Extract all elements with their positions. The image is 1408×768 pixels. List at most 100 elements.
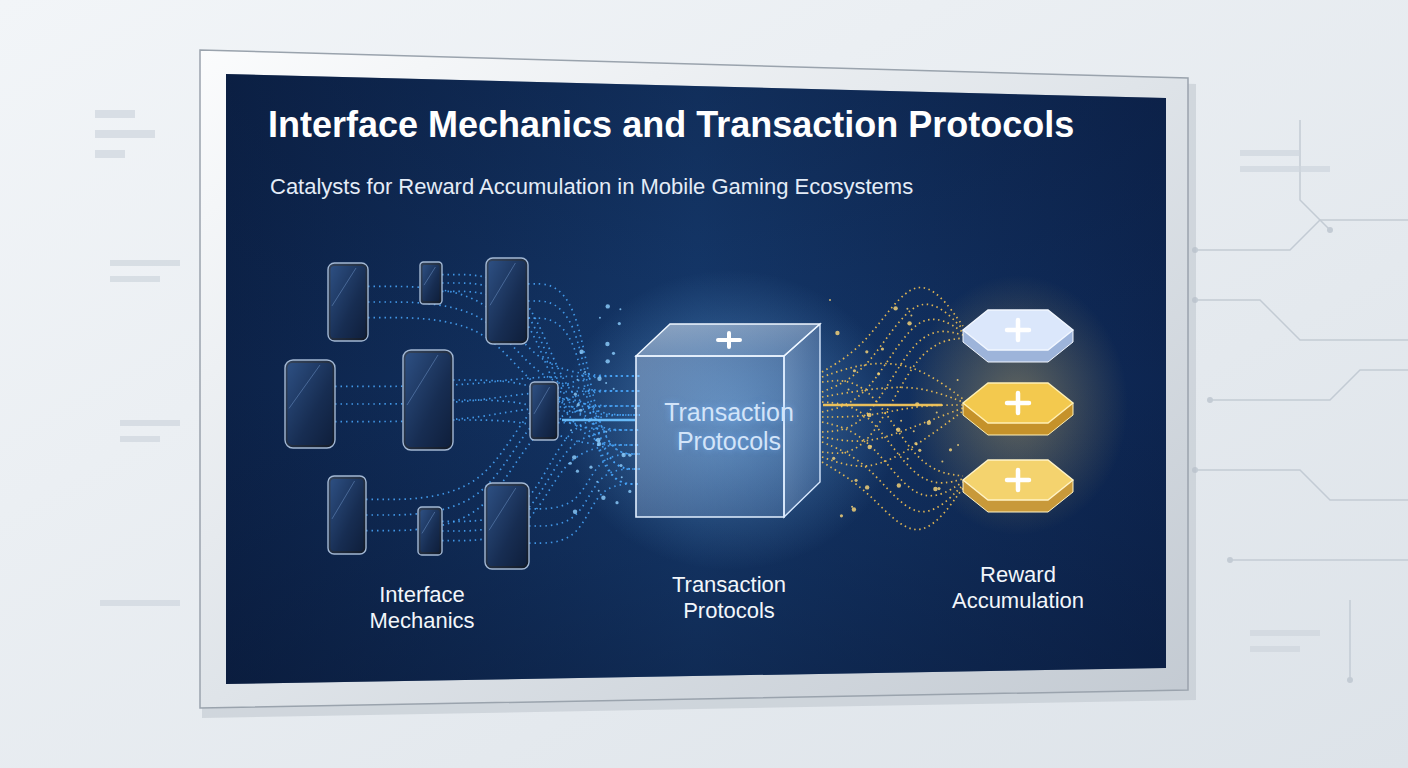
phone-glare xyxy=(407,355,438,405)
phone-screen xyxy=(421,510,440,552)
phone-body xyxy=(285,360,335,448)
phone-glare xyxy=(489,488,516,530)
phone-screen xyxy=(331,266,366,338)
cluster-label: Interface Mechanics xyxy=(346,582,498,635)
sparkle-dot xyxy=(918,449,921,452)
data-streams xyxy=(335,275,963,544)
data-stream xyxy=(529,469,640,526)
sparkle-dot xyxy=(577,379,579,381)
sparkle-dot xyxy=(832,457,835,460)
sparkle-dot xyxy=(957,444,959,446)
phone-body xyxy=(486,258,528,344)
sparkle-dot xyxy=(896,428,900,432)
text-slot: Interface Mechanics xyxy=(346,582,498,635)
sparkle-dot xyxy=(573,509,577,513)
reward-stream xyxy=(822,304,963,392)
sparkle-dot xyxy=(572,455,576,459)
sparkle-dot xyxy=(913,430,915,432)
reward-token xyxy=(963,383,1073,435)
phone-icon xyxy=(285,360,335,448)
cube-label: Transaction Protocols xyxy=(653,572,805,625)
token-top xyxy=(963,383,1073,423)
phone-glare xyxy=(332,268,356,306)
sparkle-dot xyxy=(577,403,580,406)
subtitle-block: Catalysts for Reward Accumulation in Mob… xyxy=(270,174,1150,200)
panel-shadow xyxy=(202,56,1196,718)
data-stream xyxy=(442,430,640,531)
sparkle-dot xyxy=(840,514,843,517)
reward-stack: Reward Accumulation xyxy=(942,300,1094,621)
sparkle-dot xyxy=(579,350,583,354)
circuit-lines xyxy=(1195,120,1408,680)
phone-icon xyxy=(486,258,528,344)
title-block: Interface Mechanics and Transaction Prot… xyxy=(268,104,1158,145)
reward-stream xyxy=(822,402,963,483)
phone-screen xyxy=(489,261,526,341)
phone-glare xyxy=(424,267,435,285)
phone-screen xyxy=(288,363,333,445)
data-stream xyxy=(442,445,640,541)
flow-connector xyxy=(823,404,942,407)
phone-icon xyxy=(485,483,529,569)
data-stream xyxy=(529,454,640,509)
phone-screen xyxy=(406,353,451,447)
sparkle-dot xyxy=(584,371,586,373)
sparkle-dot xyxy=(601,496,605,500)
data-stream xyxy=(558,423,640,484)
phone-body xyxy=(485,483,529,569)
sparkle-dot xyxy=(848,388,850,390)
plus-symbol xyxy=(1007,393,1029,413)
sparkle-dot xyxy=(900,420,902,422)
phone-icon xyxy=(420,262,442,304)
data-stream xyxy=(558,411,640,469)
reward-token xyxy=(963,310,1073,362)
sparkle-dot xyxy=(613,388,615,390)
token-top xyxy=(963,310,1073,350)
sparkle-dot xyxy=(854,479,857,482)
sparkle-dot xyxy=(881,347,884,350)
sparkle-dot xyxy=(605,342,609,346)
token-top xyxy=(963,460,1073,500)
flow-connector xyxy=(562,419,635,422)
data-stream xyxy=(528,318,640,484)
phone-glare xyxy=(422,512,435,533)
sparkle-dot xyxy=(574,393,577,396)
sparkle-dot xyxy=(619,464,622,467)
phone-screen xyxy=(423,265,440,301)
reward-stream xyxy=(822,422,963,496)
phone-body xyxy=(403,350,453,450)
sparkle-dot xyxy=(851,506,853,508)
data-stream xyxy=(529,484,640,543)
cube-top xyxy=(636,324,820,356)
sparkle-dot xyxy=(605,382,607,384)
sparkle-dot xyxy=(867,445,871,449)
sparkle-dot xyxy=(589,466,592,469)
phone-glare xyxy=(332,481,355,519)
text-slot: Reward Accumulation xyxy=(942,562,1094,615)
reward-token xyxy=(963,460,1073,512)
sparkle-dot xyxy=(605,431,607,433)
sparkle-dot xyxy=(618,322,621,325)
sparkle-dot xyxy=(852,507,856,511)
sparkle-dot xyxy=(829,299,831,301)
phone-glare xyxy=(534,387,550,414)
sparkle-dot xyxy=(835,331,839,335)
sparkle-dot xyxy=(927,421,931,425)
sparkle-dot xyxy=(612,352,615,355)
sparkle-dot xyxy=(877,372,880,375)
sparkle-dot xyxy=(941,460,943,462)
phone-body xyxy=(420,262,442,304)
sparkle-dot xyxy=(867,413,871,417)
sparkle-dot xyxy=(599,317,601,319)
sparkle-dot xyxy=(596,438,600,442)
phone-screen xyxy=(331,479,364,551)
data-stream xyxy=(442,291,640,445)
cube-glow xyxy=(560,270,900,570)
sparkle-dot xyxy=(606,304,610,308)
sparkle-dot xyxy=(893,306,897,310)
sparkle-dot xyxy=(906,308,908,310)
plus-symbol xyxy=(1007,320,1029,340)
phone-glare xyxy=(289,365,320,408)
